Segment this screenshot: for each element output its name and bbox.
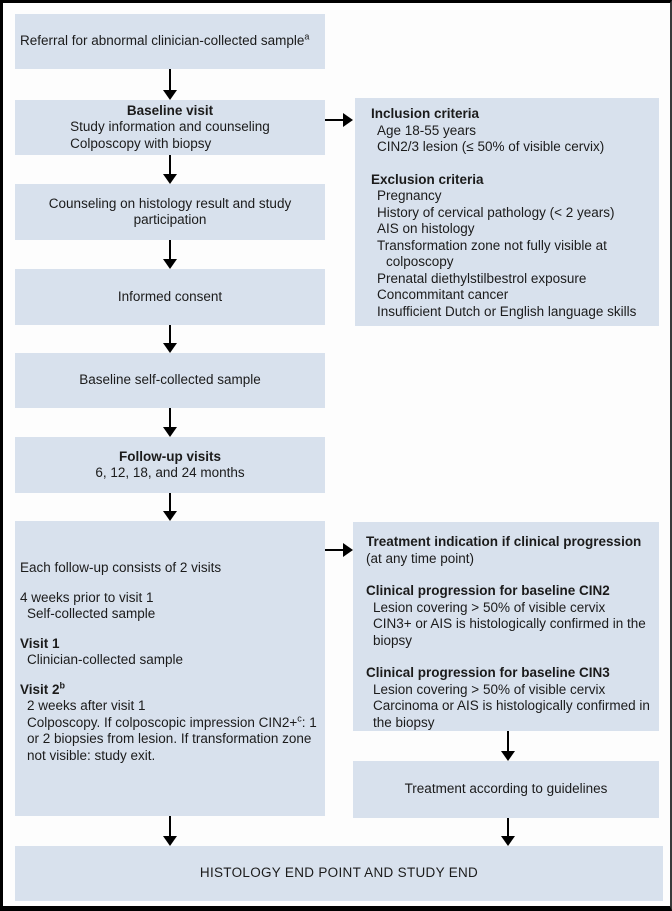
arrow-down-icon [163, 240, 177, 269]
arrow-right-icon [325, 113, 353, 127]
cin3-progression-item: Lesion covering > 50% of visible cervix [373, 681, 606, 697]
exclusion-item: Insufficient Dutch or English language s… [377, 303, 637, 319]
criteria-box: Inclusion criteria Age 18-55 years CIN2/… [355, 98, 659, 326]
referral-box: Referral for abnormal clinician-collecte… [15, 14, 325, 69]
cin2-progression-item: Lesion covering > 50% of visible cervix [373, 599, 606, 615]
followup-visits-title: Follow-up visits [118, 448, 221, 464]
followup-detail-intro: Each follow-up consists of 2 visits [20, 560, 222, 575]
footnote-a: a [304, 31, 310, 42]
arrow-right-icon [325, 543, 353, 557]
arrow-down-icon [163, 408, 177, 437]
cin3-progression-title: Clinical progression for baseline CIN3 [366, 665, 610, 680]
counseling-text: Counseling on histology result and study… [48, 195, 292, 228]
endpoint-text: HISTOLOGY END POINT AND STUDY END [199, 865, 479, 881]
treatment-indication-box: Treatment indication if clinical progres… [353, 522, 659, 731]
baseline-visit-line2: Colposcopy with biopsy [70, 135, 212, 151]
exclusion-item: Pregnancy [377, 188, 442, 203]
baseline-visit-line1: Study information and counseling [70, 119, 270, 135]
baseline-visit-content: Baseline visit Study information and cou… [70, 103, 270, 153]
followup-visits-subtitle: 6, 12, 18, and 24 months [95, 465, 245, 480]
baseline-self-sample-box: Baseline self-collected sample [15, 353, 325, 408]
pre-visit-title: 4 weeks prior to visit 1 [20, 589, 154, 605]
visit2-colposcopy: Colposcopy. If colposcopic impression CI… [27, 713, 317, 763]
arrow-down-icon [163, 155, 177, 184]
exclusion-item: Prenatal diethylstilbestrol exposure [377, 270, 587, 286]
followup-detail-box: Each follow-up consists of 2 visits 4 we… [15, 521, 325, 816]
cin2-progression-title: Clinical progression for baseline CIN2 [366, 583, 610, 598]
counseling-box: Counseling on histology result and study… [15, 184, 325, 240]
informed-consent-text: Informed consent [117, 288, 223, 304]
pre-visit-item: Self-collected sample [27, 606, 156, 621]
treatment-title: Treatment indication if clinical progres… [366, 534, 642, 549]
arrow-down-icon [163, 493, 177, 521]
followup-visits-box: Follow-up visits 6, 12, 18, and 24 month… [15, 437, 325, 493]
footnote-c: c [297, 713, 302, 723]
treatment-subtitle: (at any time point) [366, 550, 475, 566]
exclusion-item: Transformation zone not fully visible at… [377, 237, 607, 270]
footnote-b: b [59, 680, 66, 690]
inclusion-item: Age 18-55 years [377, 122, 477, 138]
referral-text: Referral for abnormal clinician-collecte… [20, 31, 310, 49]
arrow-down-icon [163, 816, 177, 846]
guidelines-text: Treatment according to guidelines [404, 781, 608, 797]
visit1-item: Clinician-collected sample [27, 652, 184, 667]
exclusion-item: AIS on histology [377, 221, 475, 236]
baseline-self-sample-text: Baseline self-collected sample [79, 372, 261, 388]
inclusion-title: Inclusion criteria [371, 106, 480, 121]
endpoint-box: HISTOLOGY END POINT AND STUDY END [15, 846, 663, 901]
exclusion-item: History of cervical pathology (< 2 years… [377, 204, 615, 220]
visit2-title: Visit 2b [20, 680, 66, 697]
cin3-progression-item: Carcinoma or AIS is histologically confi… [373, 698, 650, 730]
informed-consent-box: Informed consent [15, 269, 325, 325]
baseline-visit-title: Baseline visit [126, 102, 214, 118]
visit2-line1: 2 weeks after visit 1 [27, 698, 146, 713]
guidelines-box: Treatment according to guidelines [353, 761, 659, 818]
arrow-down-icon [163, 69, 177, 100]
arrow-down-icon [163, 325, 177, 353]
cin2-progression-item: CIN3+ or AIS is histologically confirmed… [373, 616, 646, 648]
exclusion-item: Concommitant cancer [377, 287, 509, 302]
baseline-visit-box: Baseline visit Study information and cou… [15, 100, 325, 155]
arrow-down-icon [501, 731, 515, 761]
arrow-down-icon [501, 818, 515, 846]
visit1-title: Visit 1 [20, 635, 60, 651]
exclusion-title: Exclusion criteria [371, 171, 484, 187]
inclusion-item: CIN2/3 lesion (≤ 50% of visible cervix) [377, 139, 605, 154]
